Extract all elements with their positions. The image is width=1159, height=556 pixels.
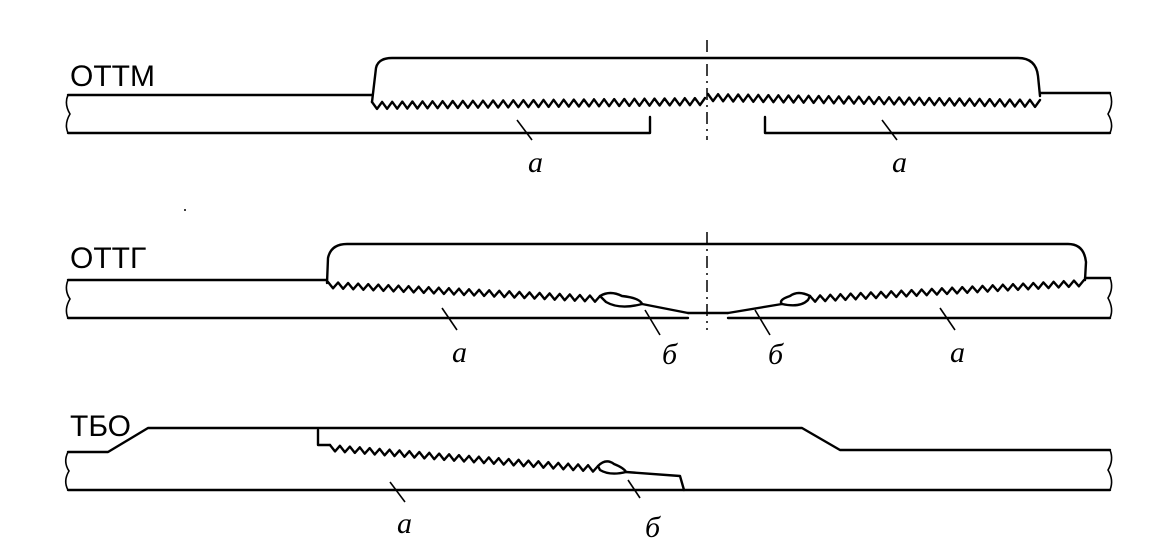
break-right-tbo xyxy=(1107,449,1113,491)
label-a-tbo: а xyxy=(397,507,412,540)
leader-a1-ottg xyxy=(441,307,458,331)
break-right-ottg xyxy=(1107,277,1113,319)
joint-title-tbo: ТБО xyxy=(70,410,131,443)
seal-blob-right xyxy=(779,291,812,307)
thread-right-ottm xyxy=(706,92,1042,109)
seal-cone-left xyxy=(640,302,690,315)
thread-left-ottm xyxy=(370,96,707,111)
break-left xyxy=(65,94,71,134)
pipe-bore-left xyxy=(66,115,652,135)
leader-a-tbo xyxy=(389,481,406,503)
leader-b1-ottg xyxy=(644,309,661,336)
tbo-thread-step xyxy=(316,428,332,447)
leader-a2-ottm xyxy=(881,119,898,141)
leader-b2-ottg xyxy=(754,309,771,336)
seal-blob-tbo xyxy=(596,460,628,475)
label-b-ottg-2: б xyxy=(768,338,784,371)
label-a-ottg-1: а xyxy=(452,336,467,369)
joint-title-ottg: ОТТГ xyxy=(70,242,146,275)
break-left-tbo xyxy=(64,451,70,491)
leader-a1-ottm xyxy=(516,119,533,141)
joint-tbo: ТБО а б xyxy=(64,410,1113,544)
thread-right-ottg xyxy=(808,278,1086,303)
thread-left-ottg xyxy=(326,280,602,303)
seal-cone-right xyxy=(726,302,784,315)
break-left-ottg xyxy=(65,279,71,319)
label-b-ottg-1: б xyxy=(662,338,678,371)
label-a-ottm-1: а xyxy=(528,146,543,179)
label-b-tbo: б xyxy=(645,511,661,544)
tbo-outer-contour xyxy=(66,426,1112,454)
seal-cone-tbo xyxy=(624,470,686,492)
seal-blob-left xyxy=(598,291,644,308)
coupling-ottm xyxy=(370,56,1042,104)
break-right xyxy=(1107,92,1113,134)
label-a-ottg-2: а xyxy=(950,336,965,369)
stray-dot xyxy=(184,209,186,211)
thread-tbo xyxy=(328,443,600,473)
pipe-bore-right xyxy=(763,115,1112,135)
joint-ottm: ОТТМ а а xyxy=(65,40,1113,179)
joint-title-ottm: ОТТМ xyxy=(70,60,155,93)
label-a-ottm-2: а xyxy=(892,146,907,179)
joint-ottg: ОТТГ а б б а xyxy=(65,232,1113,371)
leader-a2-ottg xyxy=(939,307,956,331)
leader-b-tbo xyxy=(627,479,641,499)
